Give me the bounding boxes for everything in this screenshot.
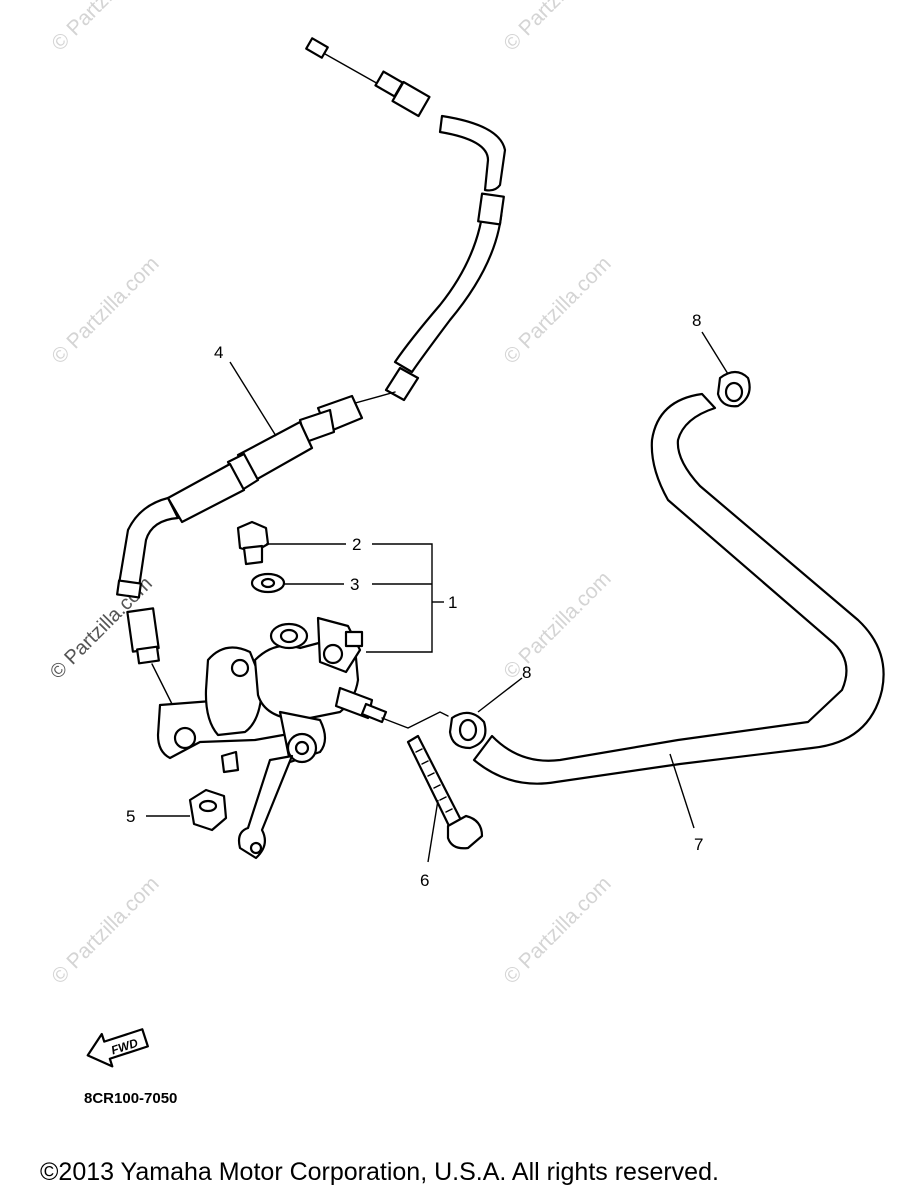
watermark: © Partzilla.com (499, 252, 615, 368)
callout-8-mid: 8 (522, 663, 531, 682)
callout-3: 3 (350, 575, 359, 594)
washer-part-3 (250, 572, 286, 594)
copyright-notice: ©2013 Yamaha Motor Corporation, U.S.A. A… (40, 1158, 719, 1186)
diagram-code: 8CR100-7050 (84, 1090, 178, 1107)
callout-4: 4 (214, 343, 223, 362)
oil-delivery-hose-part-7 (381, 392, 885, 785)
oil-pump-cable (116, 37, 507, 720)
callout-2: 2 (352, 535, 361, 554)
bolt-part-2 (236, 520, 270, 566)
watermark: © Partzilla.com (499, 0, 615, 56)
callout-6: 6 (420, 871, 429, 890)
watermark: © Partzilla.com (47, 252, 163, 368)
callout-7: 7 (694, 835, 703, 854)
callout-5: 5 (126, 807, 135, 826)
watermark: © Partzilla.com (499, 567, 615, 683)
watermark: © Partzilla.com (47, 872, 163, 988)
callout-1: 1 (448, 593, 457, 612)
fwd-arrow-icon: FWD (86, 1028, 149, 1068)
callouts: 1 2 3 4 5 6 7 8 8 (126, 311, 703, 890)
nut-part-5 (188, 788, 228, 832)
watermark: © Partzilla.com (47, 0, 163, 56)
clamp-part-8-top (716, 370, 751, 408)
clamp-part-8-mid (448, 711, 487, 750)
oil-pump-assembly (156, 616, 388, 860)
watermark: © Partzilla.com (499, 872, 615, 988)
watermarks: © Partzilla.com © Partzilla.com © Partzi… (46, 0, 616, 989)
leader-lines (146, 331, 729, 863)
callout-8-top: 8 (692, 311, 701, 330)
screw-part-6 (406, 734, 484, 850)
